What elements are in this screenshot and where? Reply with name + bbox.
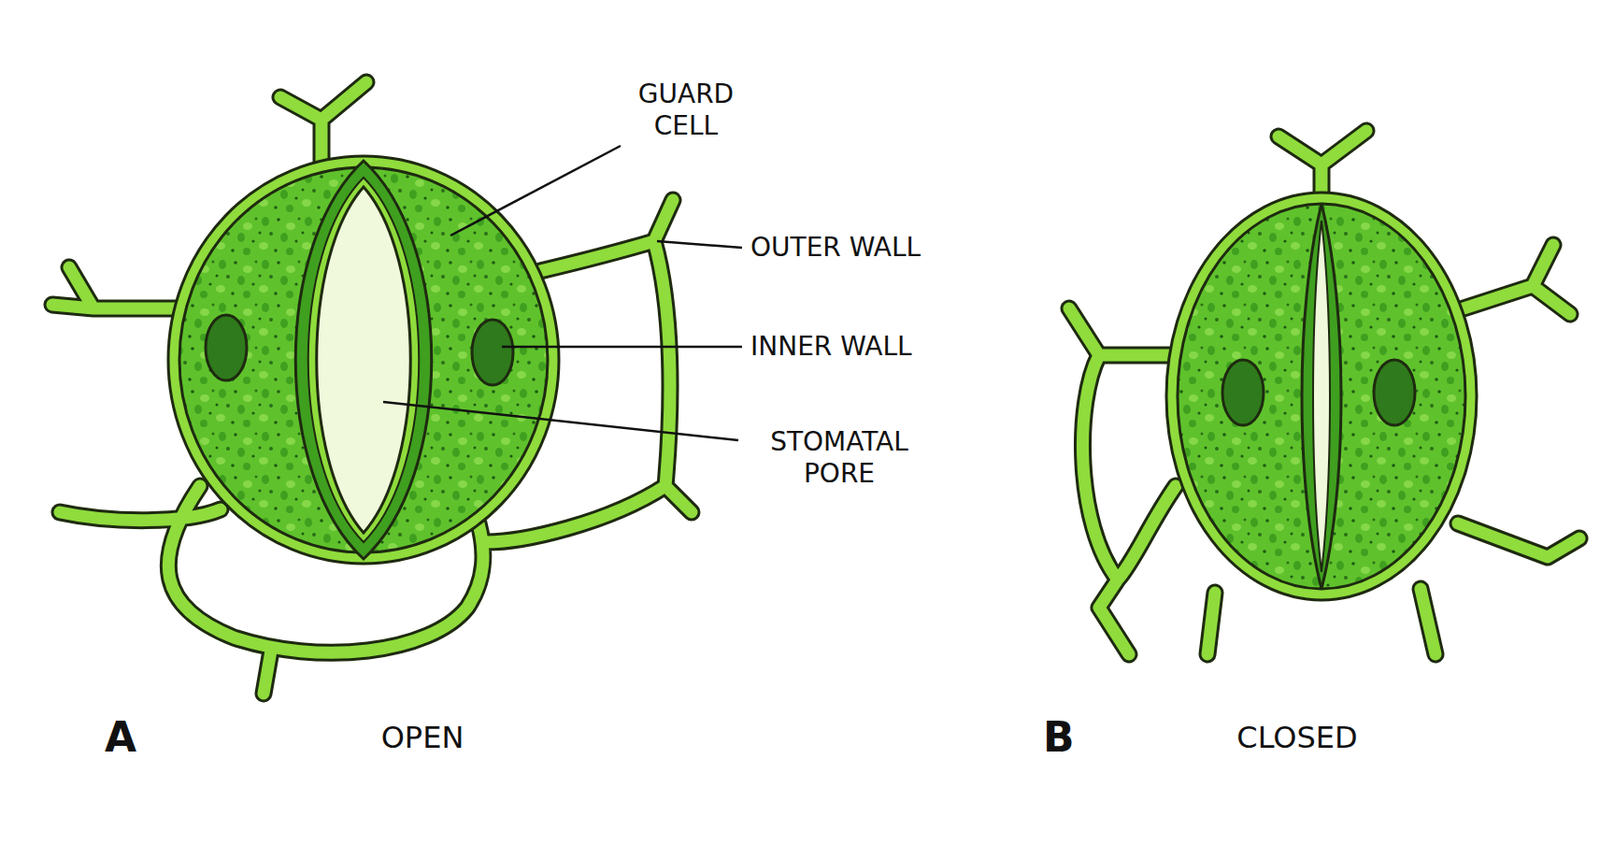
leader-line <box>657 241 743 248</box>
wall-fill <box>1069 130 1580 655</box>
part-label: INNER WALL <box>750 330 913 363</box>
wall-outline <box>52 82 692 694</box>
leader-line <box>501 345 743 349</box>
closed-stoma <box>1166 192 1477 600</box>
state-label: OPEN <box>328 719 516 756</box>
nucleus <box>471 319 514 386</box>
leader-lines <box>383 145 743 441</box>
epidermal-walls <box>52 82 1580 694</box>
part-label: GUARD CELL <box>611 78 761 143</box>
nucleus <box>1222 359 1264 426</box>
panel-letter: A <box>104 712 137 762</box>
guard-cells <box>179 167 548 553</box>
nucleus <box>205 314 247 381</box>
stomatal-pore <box>316 186 412 533</box>
nucleus <box>1373 359 1415 426</box>
state-label: CLOSED <box>1185 719 1410 756</box>
outer-wall <box>1166 192 1477 600</box>
outer-wall <box>168 156 559 564</box>
part-label: STOMATAL PORE <box>736 426 943 490</box>
panel-letter: B <box>1042 712 1075 762</box>
wall-fill <box>52 82 692 694</box>
inner-wall <box>1301 203 1342 589</box>
inner-wall-band <box>308 177 420 543</box>
leader-line <box>383 401 739 441</box>
stomatal-pore <box>1313 220 1330 572</box>
guard-cells <box>1177 203 1466 589</box>
wall-outline <box>1069 130 1580 655</box>
inner-wall <box>295 160 432 559</box>
part-label: OUTER WALL <box>750 231 921 264</box>
open-stoma <box>168 156 559 564</box>
leader-line <box>450 145 621 236</box>
